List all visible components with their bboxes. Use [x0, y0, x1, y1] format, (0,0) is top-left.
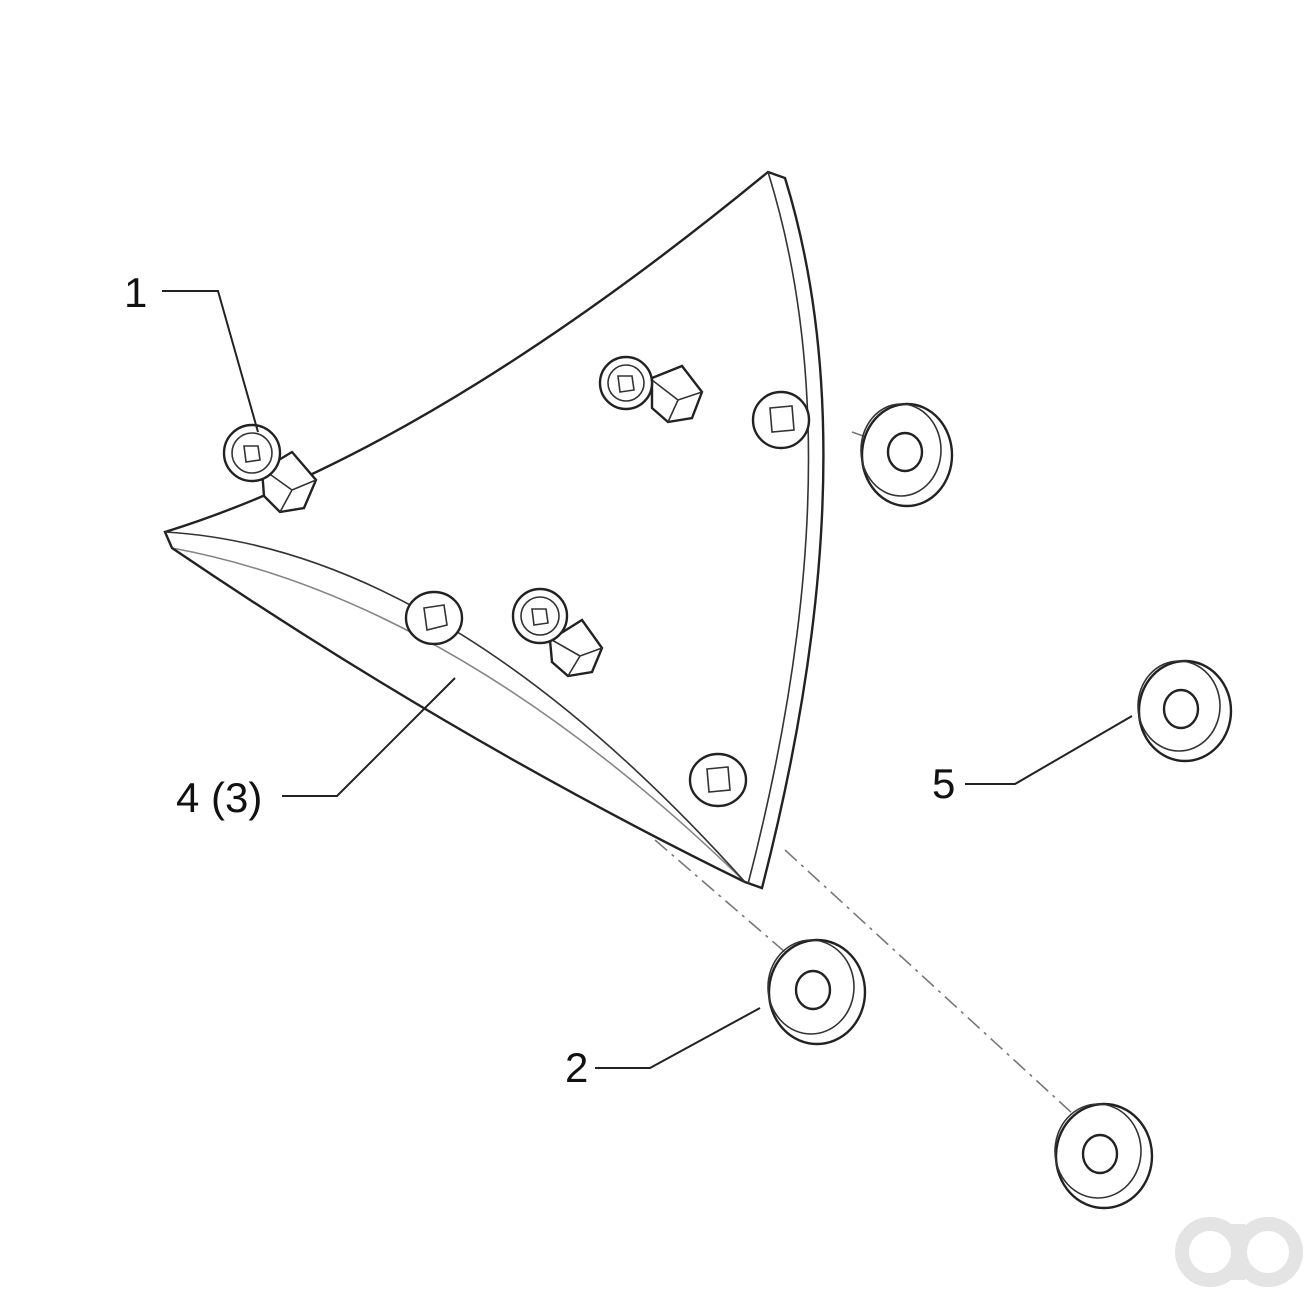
leader-line-4: [282, 677, 456, 797]
leader-lines: [162, 290, 1133, 1069]
callout-label-5: 5: [932, 760, 955, 807]
watermark-logo: [1175, 1217, 1303, 1287]
blade-hole: [751, 390, 811, 450]
callout-label-1: 1: [124, 269, 147, 316]
blade-hole: [688, 752, 748, 808]
leader-line-1: [162, 290, 259, 433]
washer: [767, 938, 867, 1046]
washer: [860, 402, 954, 508]
washer: [1137, 659, 1233, 763]
bolt: [222, 423, 318, 514]
knife-blade: [163, 170, 825, 890]
leader-line-2: [595, 1007, 761, 1069]
blade-holes: [404, 390, 811, 808]
leader-line-5: [965, 715, 1133, 785]
blade-hole: [404, 590, 464, 646]
washer: [1054, 1102, 1154, 1210]
bolt: [598, 355, 704, 424]
callout-label-4: 4 (3): [176, 774, 262, 821]
bolt: [511, 587, 604, 678]
callout-label-2: 2: [565, 1044, 588, 1091]
